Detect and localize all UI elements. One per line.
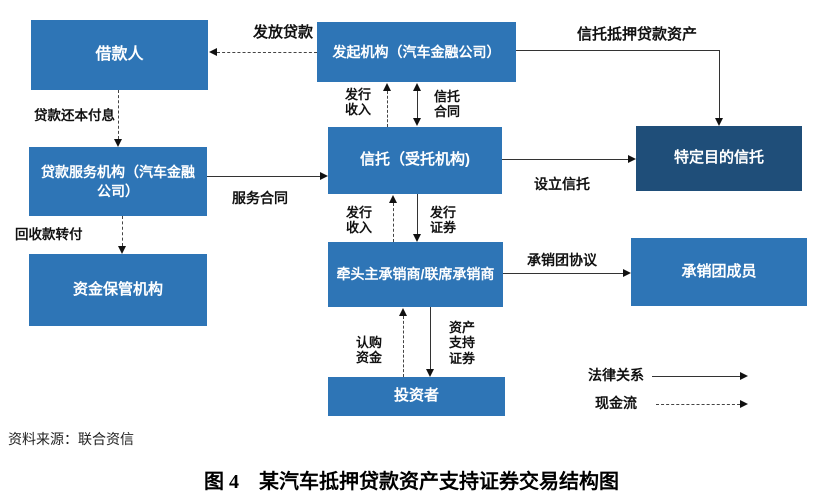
legend-solid-line [652,376,740,377]
label-establish-trust: 设立信托 [534,176,590,192]
legend-dashed-line [656,404,740,405]
arrow-issue-loan-line [217,52,317,53]
arrow-subscription-head-icon [399,308,407,316]
node-special-purpose-trust: 特定目的信托 [636,126,802,191]
arrow-syndicate-line [503,273,623,274]
arrow-abs-head-icon [426,369,434,377]
label-abs: 资产 支持 证券 [449,320,476,366]
arrow-establish-line [502,159,628,160]
node-originator: 发起机构（汽车金融公司） [317,22,516,82]
node-loan-servicer: 贷款服务机构（汽车金融公司） [29,147,207,216]
arrow-service-line [207,176,320,177]
node-trust: 信托（受托机构) [328,127,502,194]
arrow-income-lower-line [393,203,394,242]
node-lead-underwriter: 牵头主承销商/联席承销商 [328,242,503,307]
arrow-subscription-line [403,316,404,377]
label-syndicate-agreement: 承销团协议 [527,252,597,268]
node-syndicate-member: 承销团成员 [631,238,807,306]
arrow-repay-head-icon [114,139,122,147]
arrow-abs-line [430,307,431,369]
label-issue-loan: 发放贷款 [252,24,313,41]
arrow-issue-loan-head-icon [209,48,217,56]
arrow-establish-head-icon [628,155,636,163]
source-note: 资料来源：联合资信 [8,431,134,447]
arrow-service-head-icon [320,172,328,180]
arrow-repay-line [118,90,119,139]
legend-dashed-head-icon [740,400,748,408]
label-trust-contract: 信托 合同 [434,89,461,120]
legend-solid-head-icon [740,372,748,380]
legend-cash-flow-label: 现金流 [595,395,637,411]
label-repay: 贷款还本付息 [34,108,115,123]
label-service-contract: 服务合同 [232,190,288,206]
arrow-income-lower-head-icon [389,195,397,203]
arrow-trust-assets-head-icon [715,118,723,126]
arrow-securities-head-icon [413,234,421,242]
label-trust-assets: 信托抵押贷款资产 [576,26,697,43]
label-collection-transfer: 回收款转付 [15,227,83,242]
node-investor: 投资者 [328,377,505,416]
arrow-syndicate-head-icon [623,269,631,277]
arrow-trust-contract-line [417,89,418,119]
figure-caption: 图 4 某汽车抵押贷款资产支持证券交易结构图 [204,471,619,493]
arrow-collection-head-icon [118,246,126,254]
label-issuance-income-upper: 发行 收入 [345,87,372,118]
arrow-trust-assets-hline [516,50,719,51]
arrow-income-upper-line [387,91,388,127]
arrow-trust-contract-down-head-icon [413,118,421,126]
node-fund-custodian: 资金保管机构 [29,254,207,326]
label-subscription-funds: 认购 资金 [356,335,383,366]
arrow-trust-contract-up-head-icon [413,83,421,91]
arrow-collection-line [122,216,123,246]
arrow-securities-line [417,194,418,234]
legend-legal-relation-label: 法律关系 [588,367,644,383]
node-borrower: 借款人 [31,20,208,90]
arrow-trust-assets-vline [719,50,720,119]
label-issuance-income-lower: 发行 收入 [346,205,373,236]
arrow-income-upper-head-icon [383,83,391,91]
label-issue-securities: 发行 证券 [430,205,457,236]
